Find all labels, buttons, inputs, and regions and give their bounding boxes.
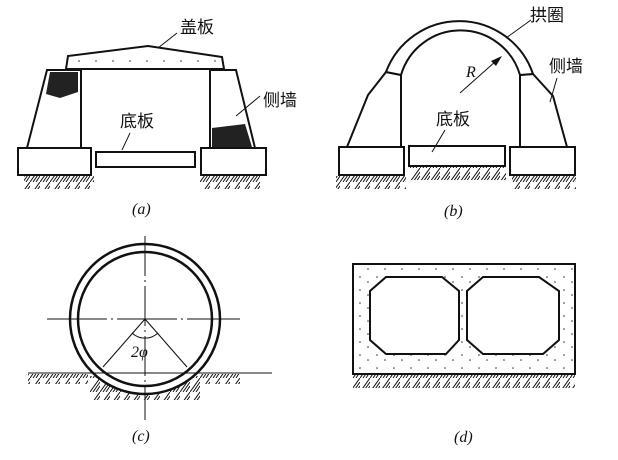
right-footing [200, 147, 267, 176]
right-footing [509, 146, 576, 176]
figure-a-slab-culvert: 盖板 侧墙 底板 (a) [17, 18, 297, 218]
right-side-wall [519, 72, 569, 148]
ground-hatch [512, 176, 576, 189]
label-bottom-slab: 底板 [436, 110, 470, 130]
bottom-slab [95, 151, 196, 168]
angle-arc [131, 332, 159, 339]
label-side-wall: 侧墙 [549, 57, 583, 77]
rubble-stone [46, 72, 78, 98]
left-footing [17, 147, 92, 176]
caption-b: (b) [444, 203, 463, 220]
ground-hatch [28, 374, 88, 384]
rubble-stone [212, 124, 252, 147]
ground-hatch [200, 374, 240, 384]
ground-hatch [200, 176, 260, 189]
label-arch-ring: 拱圈 [530, 6, 564, 26]
left-cell [369, 276, 460, 355]
figure-c-pipe-culvert: 2φ (c) [28, 236, 272, 445]
left-footing [338, 146, 405, 176]
ground-hatch [353, 375, 575, 388]
radius-arrow [459, 60, 497, 94]
label-side-wall: 侧墙 [263, 91, 297, 111]
label-cover-slab: 盖板 [180, 18, 214, 38]
bottom-slab [408, 145, 506, 167]
label-bottom-slab: 底板 [120, 112, 154, 132]
caption-d: (d) [454, 429, 473, 446]
ground-hatch [336, 176, 406, 189]
ground-hatch [410, 167, 506, 180]
caption-a: (a) [132, 201, 151, 218]
figure-b-arch-culvert: R 拱圈 侧墙 底板 (b) [336, 6, 583, 220]
arch-ring [384, 20, 535, 77]
caption-c: (c) [132, 428, 150, 445]
left-side-wall [345, 70, 402, 148]
label-angle: 2φ [131, 344, 148, 361]
figure-d-box-culvert: (d) [352, 263, 576, 446]
right-cell [466, 276, 560, 355]
label-radius: R [465, 64, 476, 81]
ground-hatch [24, 176, 94, 189]
